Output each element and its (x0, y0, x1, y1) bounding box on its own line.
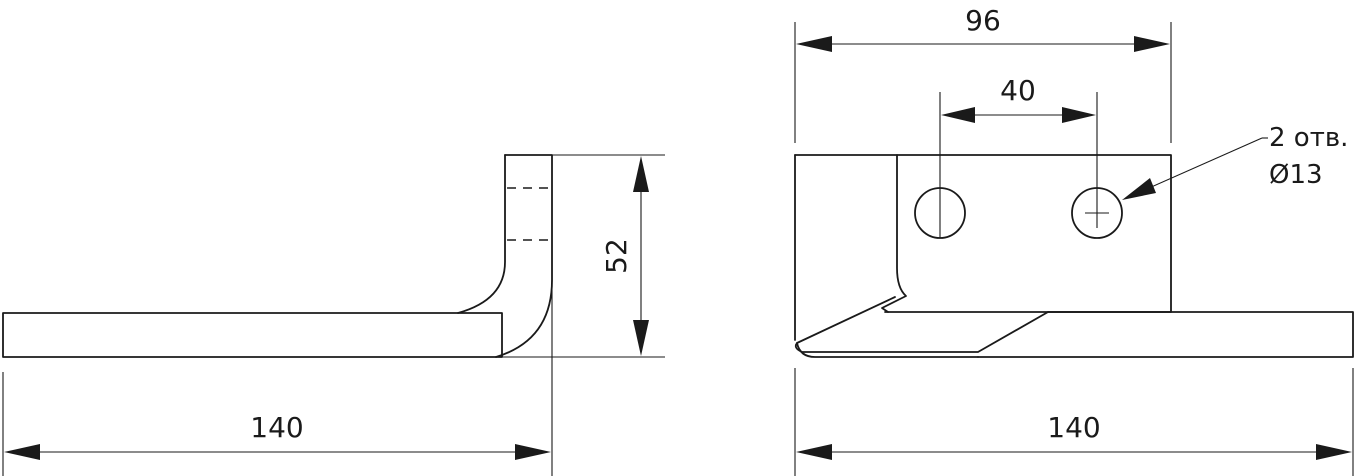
arrow-140-side-left (4, 444, 40, 460)
dimension-40-label: 40 (1000, 74, 1036, 107)
side-view: 52 140 (2, 154, 665, 476)
arrow-96-left (796, 36, 832, 52)
front-view-chamfer-lower (796, 342, 979, 358)
front-view: 96 40 2 отв. Ø13 140 (794, 4, 1354, 476)
hole-note-arrow (1122, 178, 1156, 200)
hole-note-leader (1139, 137, 1263, 193)
dimension-96-label: 96 (965, 4, 1001, 37)
arrow-52-bottom (633, 320, 649, 356)
arrow-140-side-right (515, 444, 551, 460)
hole-note-count: 2 отв. (1269, 123, 1348, 153)
side-view-inner-bend (457, 154, 506, 314)
front-view-chamfer-upper (794, 296, 1049, 353)
front-view-base-plate (977, 311, 1354, 358)
arrow-40-right (1062, 107, 1096, 123)
arrow-52-top (633, 156, 649, 192)
arrow-140-front-right (1316, 444, 1352, 460)
side-view-base-plate (2, 312, 503, 358)
arrow-140-front-left (796, 444, 832, 460)
dimension-140-side-label: 140 (250, 411, 303, 444)
hole-note-diameter: Ø13 (1269, 160, 1323, 190)
dimension-52-label: 52 (600, 238, 633, 274)
front-view-bend-contour (881, 154, 907, 313)
arrow-96-right (1134, 36, 1170, 52)
front-view-vertical-plate (794, 154, 1172, 313)
dimension-140-front-label: 140 (1047, 411, 1100, 444)
arrow-40-left (941, 107, 975, 123)
